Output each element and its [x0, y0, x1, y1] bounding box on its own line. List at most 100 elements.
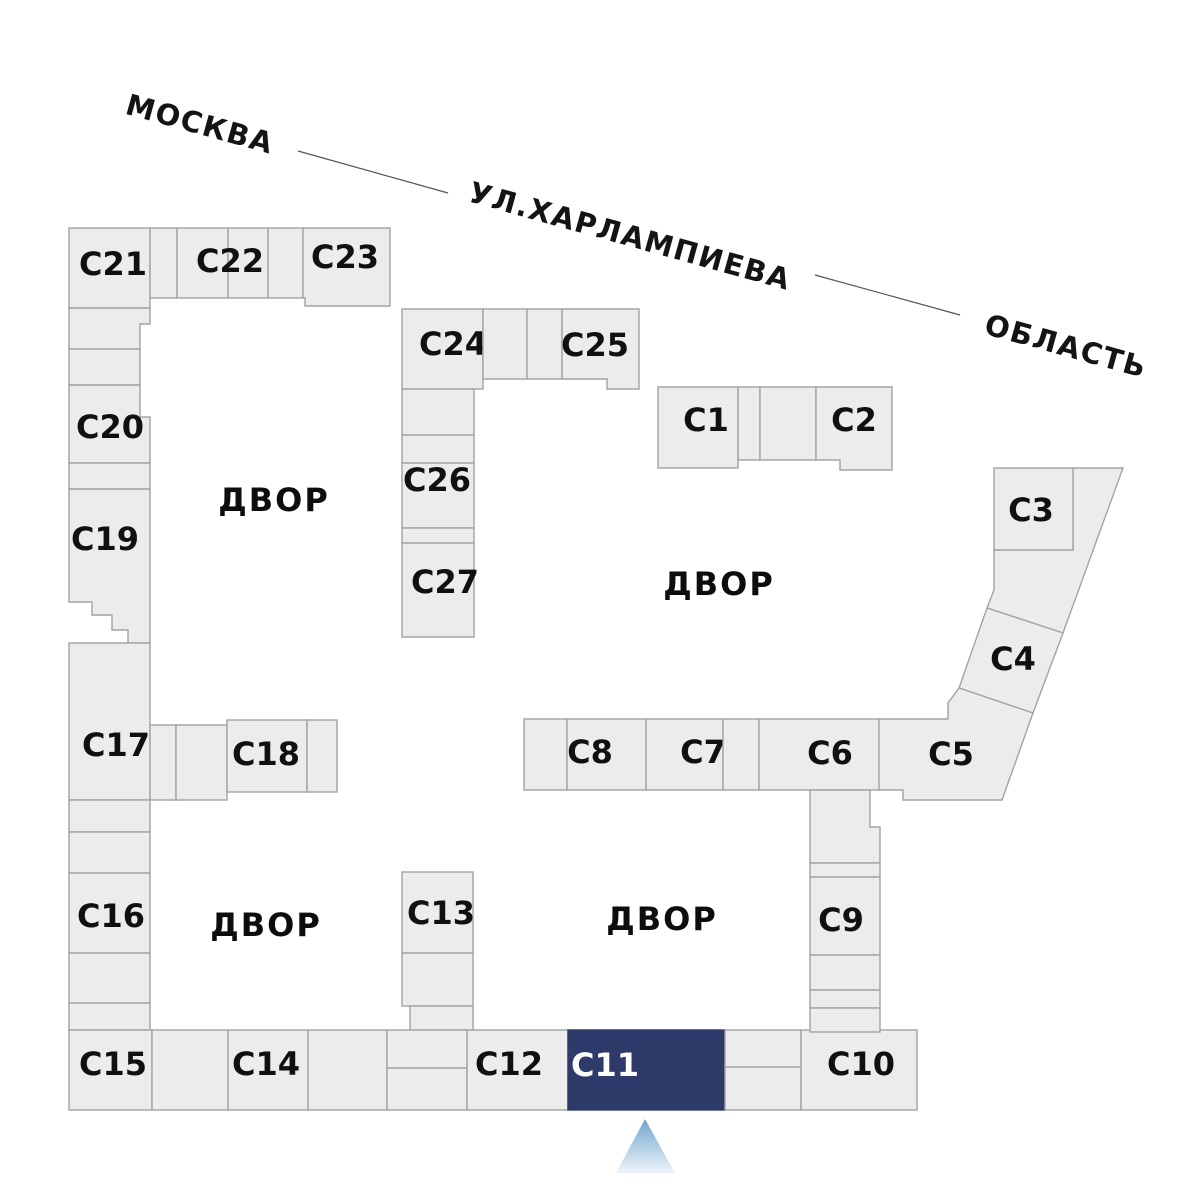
building-c1[interactable]: С1 [657, 386, 739, 469]
building-c4[interactable]: С4 [958, 607, 1064, 714]
building-section[interactable] [401, 952, 474, 1007]
courtyard-label: ДВОР [210, 906, 322, 944]
building-c2-label: С2 [831, 401, 877, 439]
courtyard-label: ДВОР [606, 900, 718, 938]
building-c7[interactable]: С7 [645, 718, 726, 791]
building-c6-shape[interactable] [758, 718, 880, 791]
building-c26[interactable]: С26 [401, 461, 475, 529]
building-c10[interactable]: С10 [800, 1029, 918, 1111]
building-c9[interactable]: С9 [809, 876, 881, 956]
building-section[interactable] [68, 462, 151, 490]
building-c13[interactable]: С13 [401, 871, 475, 954]
building-section[interactable] [809, 1007, 881, 1033]
building-c25[interactable]: С25 [561, 308, 640, 390]
building-section[interactable] [68, 952, 151, 1004]
building-section[interactable] [68, 348, 141, 386]
building-c17[interactable]: С17 [68, 642, 151, 801]
building-section[interactable] [68, 831, 151, 874]
building-section[interactable] [386, 1067, 468, 1111]
building-section[interactable] [149, 724, 177, 801]
building-section[interactable] [722, 718, 760, 791]
building-c19[interactable]: С19 [68, 488, 151, 644]
building-c3-shape[interactable] [993, 467, 1074, 551]
building-section[interactable] [68, 799, 151, 833]
building-section[interactable] [523, 718, 568, 791]
building-c15[interactable]: С15 [68, 1029, 153, 1111]
building-c6[interactable]: С6 [758, 718, 880, 791]
building-c10-shape[interactable] [800, 1029, 918, 1111]
building-section[interactable] [809, 954, 881, 991]
building-c14[interactable]: С14 [227, 1029, 309, 1111]
building-c23[interactable]: С23 [302, 227, 391, 307]
building-c1-shape[interactable] [657, 386, 739, 469]
building-section[interactable] [737, 386, 761, 461]
building-c17-shape[interactable] [68, 642, 151, 801]
building-c16-label: С16 [77, 897, 145, 935]
building-c21-shape[interactable] [68, 227, 151, 309]
building-section[interactable] [386, 1029, 468, 1069]
building-c12-label: С12 [475, 1045, 543, 1083]
building-section[interactable] [809, 989, 881, 1009]
building-section[interactable] [401, 434, 475, 464]
building-section[interactable] [724, 1066, 802, 1111]
building-c5-shape[interactable] [877, 687, 1034, 801]
building-c6-label: С6 [807, 734, 853, 772]
building-section[interactable] [149, 227, 178, 299]
building-c22[interactable]: С22 [176, 227, 269, 299]
buildings: С21 С22 С23 С20 С19 С17 [68, 227, 1124, 1111]
building-c11-shape[interactable] [567, 1029, 726, 1111]
building-section[interactable] [267, 227, 304, 299]
building-c11-selected[interactable]: С11 [567, 1029, 726, 1111]
building-c8[interactable]: С8 [566, 718, 647, 791]
building-section[interactable] [307, 1029, 388, 1111]
building-section[interactable] [809, 862, 881, 878]
building-c2-shape[interactable] [815, 386, 893, 471]
building-c21[interactable]: С21 [68, 227, 151, 309]
building-section[interactable] [809, 789, 881, 864]
building-c15-shape[interactable] [68, 1029, 153, 1111]
building-section[interactable] [482, 308, 528, 380]
building-c26-shape[interactable] [401, 462, 475, 529]
building-c20[interactable]: С20 [68, 384, 151, 464]
building-section[interactable] [151, 1029, 229, 1111]
building-section[interactable] [68, 1002, 151, 1031]
building-c4-label: С4 [990, 640, 1036, 678]
building-c27-label: С27 [411, 563, 479, 601]
pointer-triangle-icon [616, 1119, 675, 1173]
building-section[interactable] [759, 386, 817, 461]
building-section[interactable] [306, 719, 338, 793]
building-section[interactable] [68, 307, 151, 350]
building-section[interactable] [175, 724, 228, 801]
building-c12-shape[interactable] [466, 1029, 569, 1111]
courtyard-labels: ДВОР ДВОР ДВОР ДВОР [210, 481, 773, 944]
building-c19-shape[interactable] [68, 488, 151, 644]
building-section[interactable] [176, 227, 229, 299]
building-c18[interactable]: С18 [226, 719, 338, 793]
building-section[interactable] [409, 1005, 474, 1031]
building-section[interactable] [401, 388, 475, 436]
building-c12[interactable]: С12 [466, 1029, 569, 1111]
building-c13-shape[interactable] [401, 871, 474, 954]
building-c27[interactable]: С27 [401, 542, 479, 638]
building-c7-label: С7 [680, 733, 726, 771]
building-c10-label: С10 [827, 1045, 895, 1083]
building-c9-shape[interactable] [809, 876, 881, 956]
building-c11-label: С11 [571, 1046, 639, 1084]
building-c8-label: С8 [567, 733, 613, 771]
building-c3[interactable]: С3 [993, 467, 1074, 551]
building-section[interactable] [401, 527, 475, 544]
building-c16[interactable]: С16 [68, 872, 151, 954]
building-section[interactable] [526, 308, 563, 380]
building-c18-shape[interactable] [226, 719, 308, 793]
building-c17-label: С17 [82, 726, 150, 764]
courtyard-label: ДВОР [218, 481, 330, 519]
street-line [297, 150, 449, 194]
building-c5[interactable]: С5 [877, 687, 1034, 801]
building-section[interactable] [724, 1029, 802, 1068]
building-c2[interactable]: С2 [815, 386, 893, 471]
building-c24[interactable]: С24 [401, 308, 487, 390]
building-c25-shape[interactable] [561, 308, 640, 390]
street-label-kharlampieva: УЛ.ХАРЛАМПИЕВА [465, 175, 795, 297]
building-c23-shape[interactable] [302, 227, 391, 307]
building-c27-shape[interactable] [401, 542, 475, 638]
